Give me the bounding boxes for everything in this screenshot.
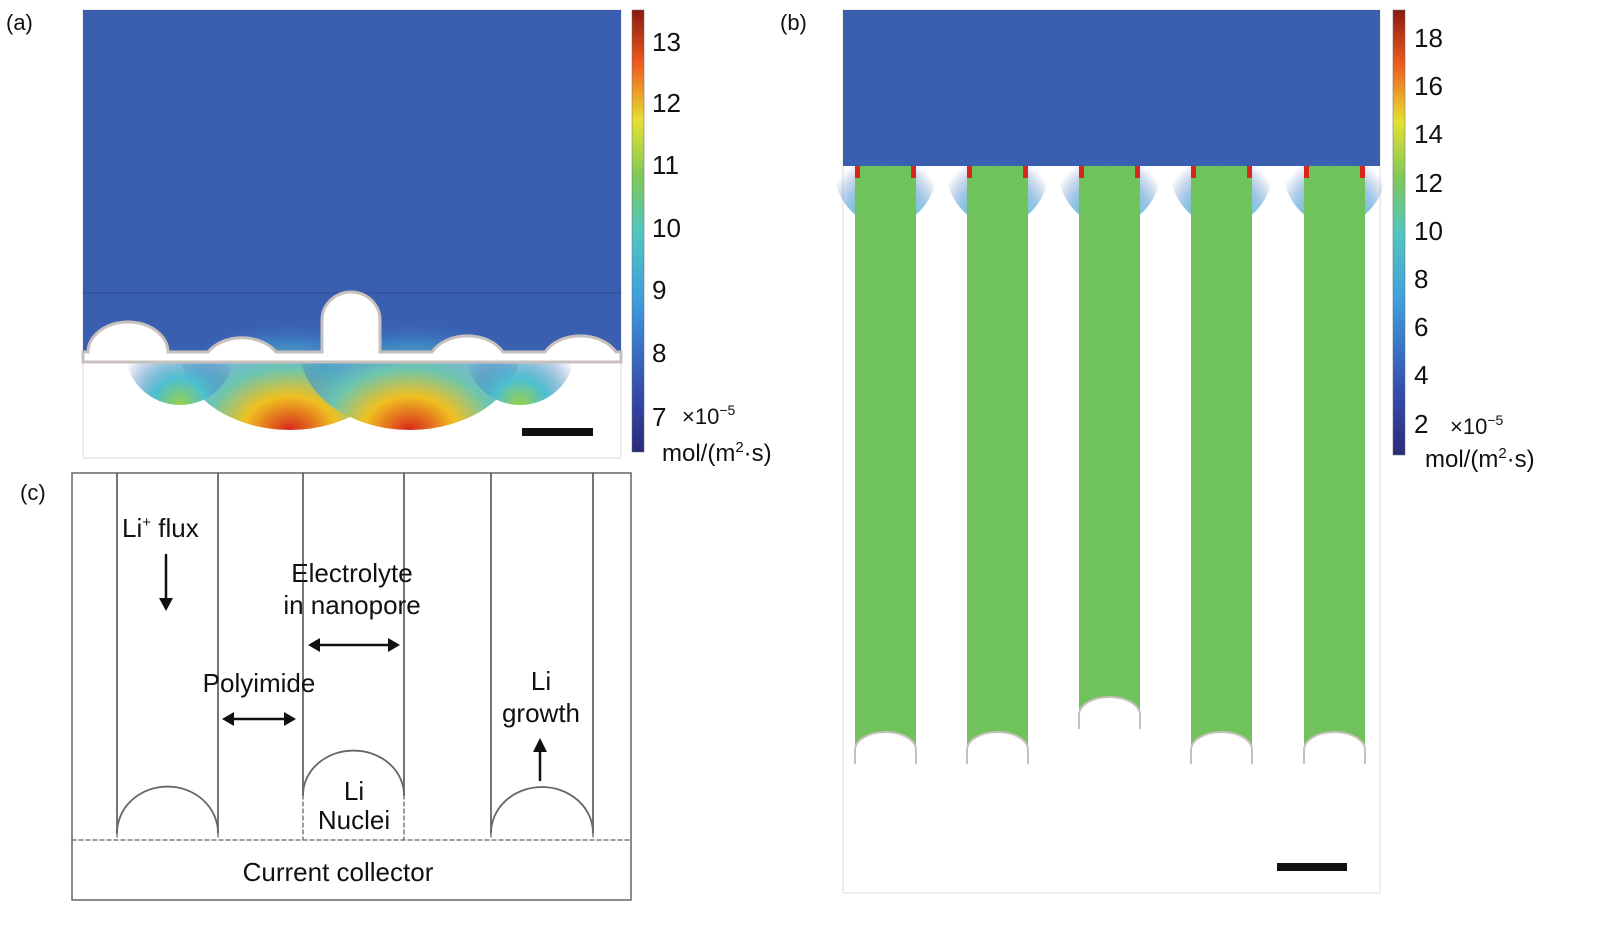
tick-label: 12	[1414, 168, 1443, 198]
hotspot	[1247, 166, 1252, 178]
panel-c: (c) Li+ flux Electrolyte in nanopo	[20, 472, 632, 901]
pore-cap	[1302, 764, 1367, 774]
tick-label: 18	[1414, 23, 1443, 53]
tick-label: 16	[1414, 71, 1443, 101]
li-nuclei-c	[116, 749, 594, 834]
hotspot	[1191, 166, 1196, 178]
colorbar-ticks-a: 13 12 11 10 9 8 7	[652, 27, 681, 432]
hotspot	[1304, 166, 1309, 178]
panel-label-b: (b)	[780, 10, 807, 35]
scale-bar-a	[522, 428, 593, 436]
li-nucleus	[1303, 731, 1366, 766]
nanopore-electrolyte	[1079, 166, 1140, 713]
tick-label: 7	[652, 402, 666, 432]
pore-cap	[965, 764, 1030, 774]
electrolyte-label-1: Electrolyte	[291, 558, 412, 588]
electrolyte-label-2: in nanopore	[283, 590, 420, 620]
tick-label: 13	[652, 27, 681, 57]
panel-b: (b) 18 16 14 12 10 8 6 4 2 ×10−5 mol/(m2…	[780, 9, 1535, 894]
tick-label: 11	[652, 150, 679, 180]
li-growth-label-1: Li	[531, 666, 551, 696]
tick-label: 6	[1414, 312, 1428, 342]
scale-bar-b	[1277, 863, 1347, 871]
li-nucleus	[1078, 696, 1141, 731]
nanopore-electrolyte	[1191, 166, 1252, 748]
warm-zone	[465, 295, 575, 405]
pore-walls	[116, 472, 594, 834]
tick-label: 2	[1414, 409, 1428, 439]
li-nuclei-label-2: Nuclei	[318, 805, 390, 835]
li-growth-label-2: growth	[502, 698, 580, 728]
colorbar-ticks-b: 18 16 14 12 10 8 6 4 2	[1414, 23, 1443, 439]
li-nuclei-label-1: Li	[344, 776, 364, 806]
nanopore-electrolyte	[1304, 166, 1365, 748]
arrows	[159, 553, 547, 782]
hotspot	[967, 166, 972, 178]
pore-cap	[1189, 764, 1254, 774]
hotspot	[1079, 166, 1084, 178]
unit-b: mol/(m2·s)	[1425, 445, 1535, 473]
tick-label: 12	[652, 88, 681, 118]
hotspot	[1360, 166, 1365, 178]
hotspot	[1023, 166, 1028, 178]
tick-label: 14	[1414, 119, 1443, 149]
li-flux-label: Li+ flux	[122, 513, 199, 543]
hotspot	[911, 166, 916, 178]
pore-cap	[853, 764, 918, 774]
tick-label: 8	[652, 338, 666, 368]
unit-a: mol/(m2·s)	[662, 439, 772, 467]
li-nuclei-a	[81, 290, 623, 364]
current-collector-label: Current collector	[243, 857, 434, 887]
panel-a: (a) 13 12 11 10 9 8 7 ×10−5 mol/(m2·s)	[6, 9, 772, 467]
tick-label: 4	[1414, 360, 1428, 390]
hotspot	[1135, 166, 1140, 178]
li-nucleus	[1190, 731, 1253, 766]
warm-zone	[125, 295, 235, 405]
nanopore-electrolyte	[855, 166, 916, 748]
tick-label: 8	[1414, 264, 1428, 294]
tick-label: 10	[652, 213, 681, 243]
colorbar-a	[631, 9, 645, 453]
nanopore-electrolyte	[967, 166, 1028, 748]
tick-label: 9	[652, 275, 666, 305]
li-nucleus	[966, 731, 1029, 766]
pore-cap	[1077, 729, 1142, 739]
dashed-lines	[71, 794, 632, 841]
nanopores-b	[853, 166, 1367, 774]
tick-label: 10	[1414, 216, 1443, 246]
hotspot	[855, 166, 860, 178]
colorbar-b	[1392, 9, 1406, 456]
li-nucleus	[854, 731, 917, 766]
panel-label-a: (a)	[6, 10, 33, 35]
polyimide-label: Polyimide	[203, 668, 316, 698]
multiplier-b: ×10−5	[1450, 412, 1504, 439]
multiplier-a: ×10−5	[682, 402, 736, 429]
panel-label-c: (c)	[20, 480, 46, 505]
schematic-box	[71, 472, 632, 901]
